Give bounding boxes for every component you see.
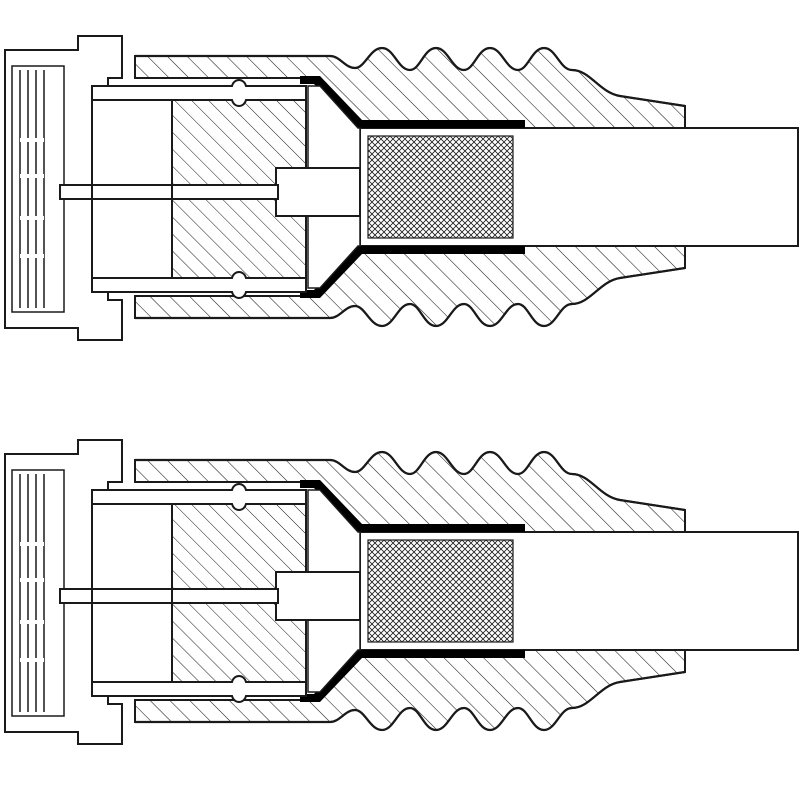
connector-upper bbox=[3, 34, 800, 342]
connector-lower bbox=[3, 438, 800, 746]
